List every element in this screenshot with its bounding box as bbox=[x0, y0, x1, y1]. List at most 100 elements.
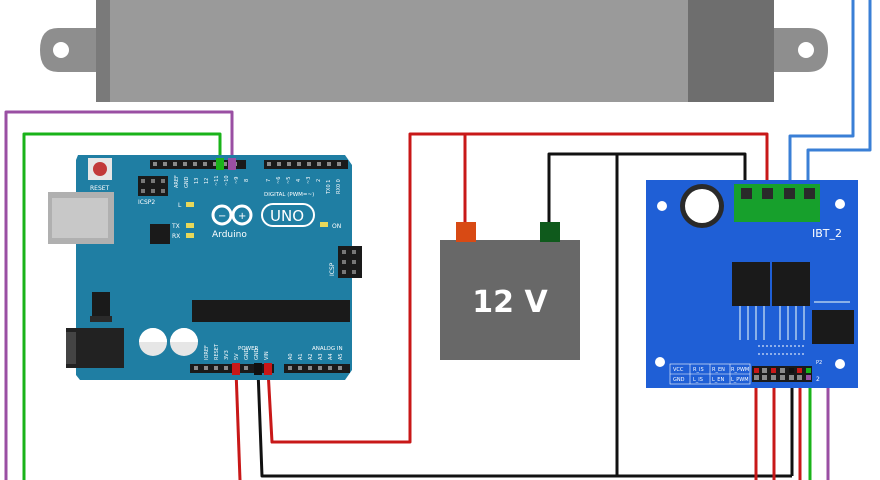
voltage-regulator bbox=[92, 292, 110, 316]
pin-l-is-label: L_IS bbox=[693, 377, 703, 383]
on-led bbox=[320, 222, 328, 227]
capacitor-2-top bbox=[170, 328, 198, 342]
pin-3-label: ~3 bbox=[306, 177, 312, 184]
usb-chip bbox=[150, 224, 170, 244]
pin-vcc-label: VCC bbox=[673, 367, 684, 373]
rx-led-label: RX bbox=[172, 233, 180, 240]
voltage-regulator-tab bbox=[90, 316, 112, 322]
rx-led bbox=[186, 233, 194, 238]
usb-connector-inner bbox=[52, 198, 108, 238]
arduino-pcb bbox=[76, 155, 352, 380]
gnd2-label: GND bbox=[254, 348, 260, 360]
digital-header-right bbox=[264, 160, 348, 169]
pin-8-label: 8 bbox=[244, 179, 250, 182]
gnd-top-label: GND bbox=[184, 176, 190, 188]
pin-11-label: ~11 bbox=[214, 175, 220, 186]
wire-actuator-blue-1 bbox=[788, 0, 855, 192]
a3-label: A3 bbox=[318, 353, 324, 360]
pin-r-is-label: R_IS bbox=[693, 367, 704, 373]
capacitor-1-top bbox=[139, 328, 167, 342]
ioref-label: IOREF bbox=[204, 345, 210, 360]
l-led-label: L bbox=[178, 202, 182, 209]
analog-header-label: ANALOG IN bbox=[312, 346, 343, 352]
mosfet-1 bbox=[732, 262, 770, 306]
digital-pin-labels: AREF GND 13 12 ~11 ~10 ~9 8 7 ~6 ~5 4 ~3… bbox=[174, 175, 342, 195]
digital-header-left bbox=[150, 160, 246, 169]
battery-body bbox=[440, 240, 580, 360]
pin-13-label: 13 bbox=[194, 178, 200, 184]
a2-label: A2 bbox=[308, 353, 314, 360]
pin-5-label: ~5 bbox=[286, 177, 292, 184]
pin-10-label: ~10 bbox=[224, 175, 230, 186]
pin-7-label: 7 bbox=[266, 179, 272, 182]
gnd1-label: GND bbox=[244, 348, 250, 360]
actuator-motor-housing bbox=[688, 0, 774, 102]
reset-label: RESET bbox=[90, 185, 110, 192]
uno-badge bbox=[261, 203, 315, 227]
pin-9-label: ~9 bbox=[234, 177, 240, 184]
battery-negative-terminal bbox=[540, 222, 560, 242]
a5-label: A5 bbox=[338, 353, 344, 360]
wire-purple-driver bbox=[812, 370, 830, 480]
reset-pin-label: RESET bbox=[214, 343, 220, 360]
pin-r-en-label: R_EN bbox=[712, 367, 725, 373]
rx0-label: RX0 0 bbox=[336, 179, 342, 194]
arduino-pin-vin-connector bbox=[264, 363, 272, 375]
actuator-body bbox=[96, 0, 696, 102]
tx-led bbox=[186, 223, 194, 228]
battery-positive-terminal bbox=[456, 222, 476, 242]
pin-gnd-label: GND bbox=[673, 377, 685, 383]
arduino-pin-d10-connector bbox=[228, 158, 236, 170]
on-led-label: ON bbox=[332, 223, 341, 230]
terminal-m-minus bbox=[804, 188, 815, 199]
driver-mount-hole-tl bbox=[657, 201, 667, 211]
driver-pin-table: VCC R_IS R_EN R_PWM GND L_IS L_EN L_PWM bbox=[669, 363, 751, 385]
ibt2-motor-driver: IBT_2 VCC R_IS R_EN R_PWM GND L_IS L_EN … bbox=[646, 180, 858, 388]
wire-battery-negative bbox=[547, 152, 747, 222]
pin-2-label: 2 bbox=[316, 179, 322, 182]
wires bbox=[4, 0, 872, 480]
arduino-logo-plus: + bbox=[238, 211, 246, 222]
5v-label: 5V bbox=[234, 353, 240, 360]
a0-label: A0 bbox=[288, 353, 294, 360]
terminal-m-plus bbox=[784, 188, 795, 199]
p2-label: P2 bbox=[816, 360, 822, 366]
power-header-label: POWER bbox=[238, 346, 259, 352]
battery-label: 12 V bbox=[472, 285, 548, 320]
a1-label: A1 bbox=[298, 353, 304, 360]
wire-arduino-red-down bbox=[234, 369, 242, 480]
tx0-label: TX0 1 bbox=[326, 180, 332, 195]
3v3-label: 3V3 bbox=[224, 350, 230, 360]
icsp-label: ICSP bbox=[329, 262, 336, 276]
icsp2-header bbox=[138, 176, 168, 196]
wire-arduino-5v bbox=[266, 132, 465, 444]
uno-logo-text: UNO bbox=[270, 207, 304, 225]
arduino-pin-5v-connector bbox=[232, 363, 240, 375]
pin-l-pwm-label: L_PWM bbox=[731, 377, 749, 383]
wire-battery-positive bbox=[463, 132, 769, 222]
driver-mount-hole-bl bbox=[655, 357, 665, 367]
terminal-b-plus bbox=[741, 188, 752, 199]
digital-header-pins bbox=[153, 162, 341, 166]
driver-input-pins bbox=[754, 368, 811, 380]
actuator-mount-hole-right bbox=[798, 42, 814, 58]
driver-mount-hole-tr bbox=[835, 199, 845, 209]
mosfet-2 bbox=[772, 262, 810, 306]
driver-name-label: IBT_2 bbox=[812, 227, 842, 240]
driver-pin-2-label: 2 bbox=[816, 376, 820, 383]
wire-actuator-blue-2 bbox=[806, 0, 872, 192]
linear-actuator bbox=[40, 0, 828, 102]
atmega-chip bbox=[192, 300, 350, 322]
driver-mount-hole-br bbox=[835, 359, 845, 369]
reset-button[interactable] bbox=[93, 162, 107, 176]
icsp2-label: ICSP2 bbox=[138, 199, 155, 206]
l-led bbox=[186, 202, 194, 207]
icsp-header bbox=[338, 246, 362, 278]
wire-purple-pwm bbox=[4, 110, 234, 480]
wire-green-pwm bbox=[22, 132, 222, 480]
driver-ic bbox=[812, 310, 854, 344]
arduino-logo bbox=[211, 204, 253, 226]
tx-led-label: TX bbox=[171, 223, 180, 230]
mosfet-legs bbox=[739, 301, 850, 340]
